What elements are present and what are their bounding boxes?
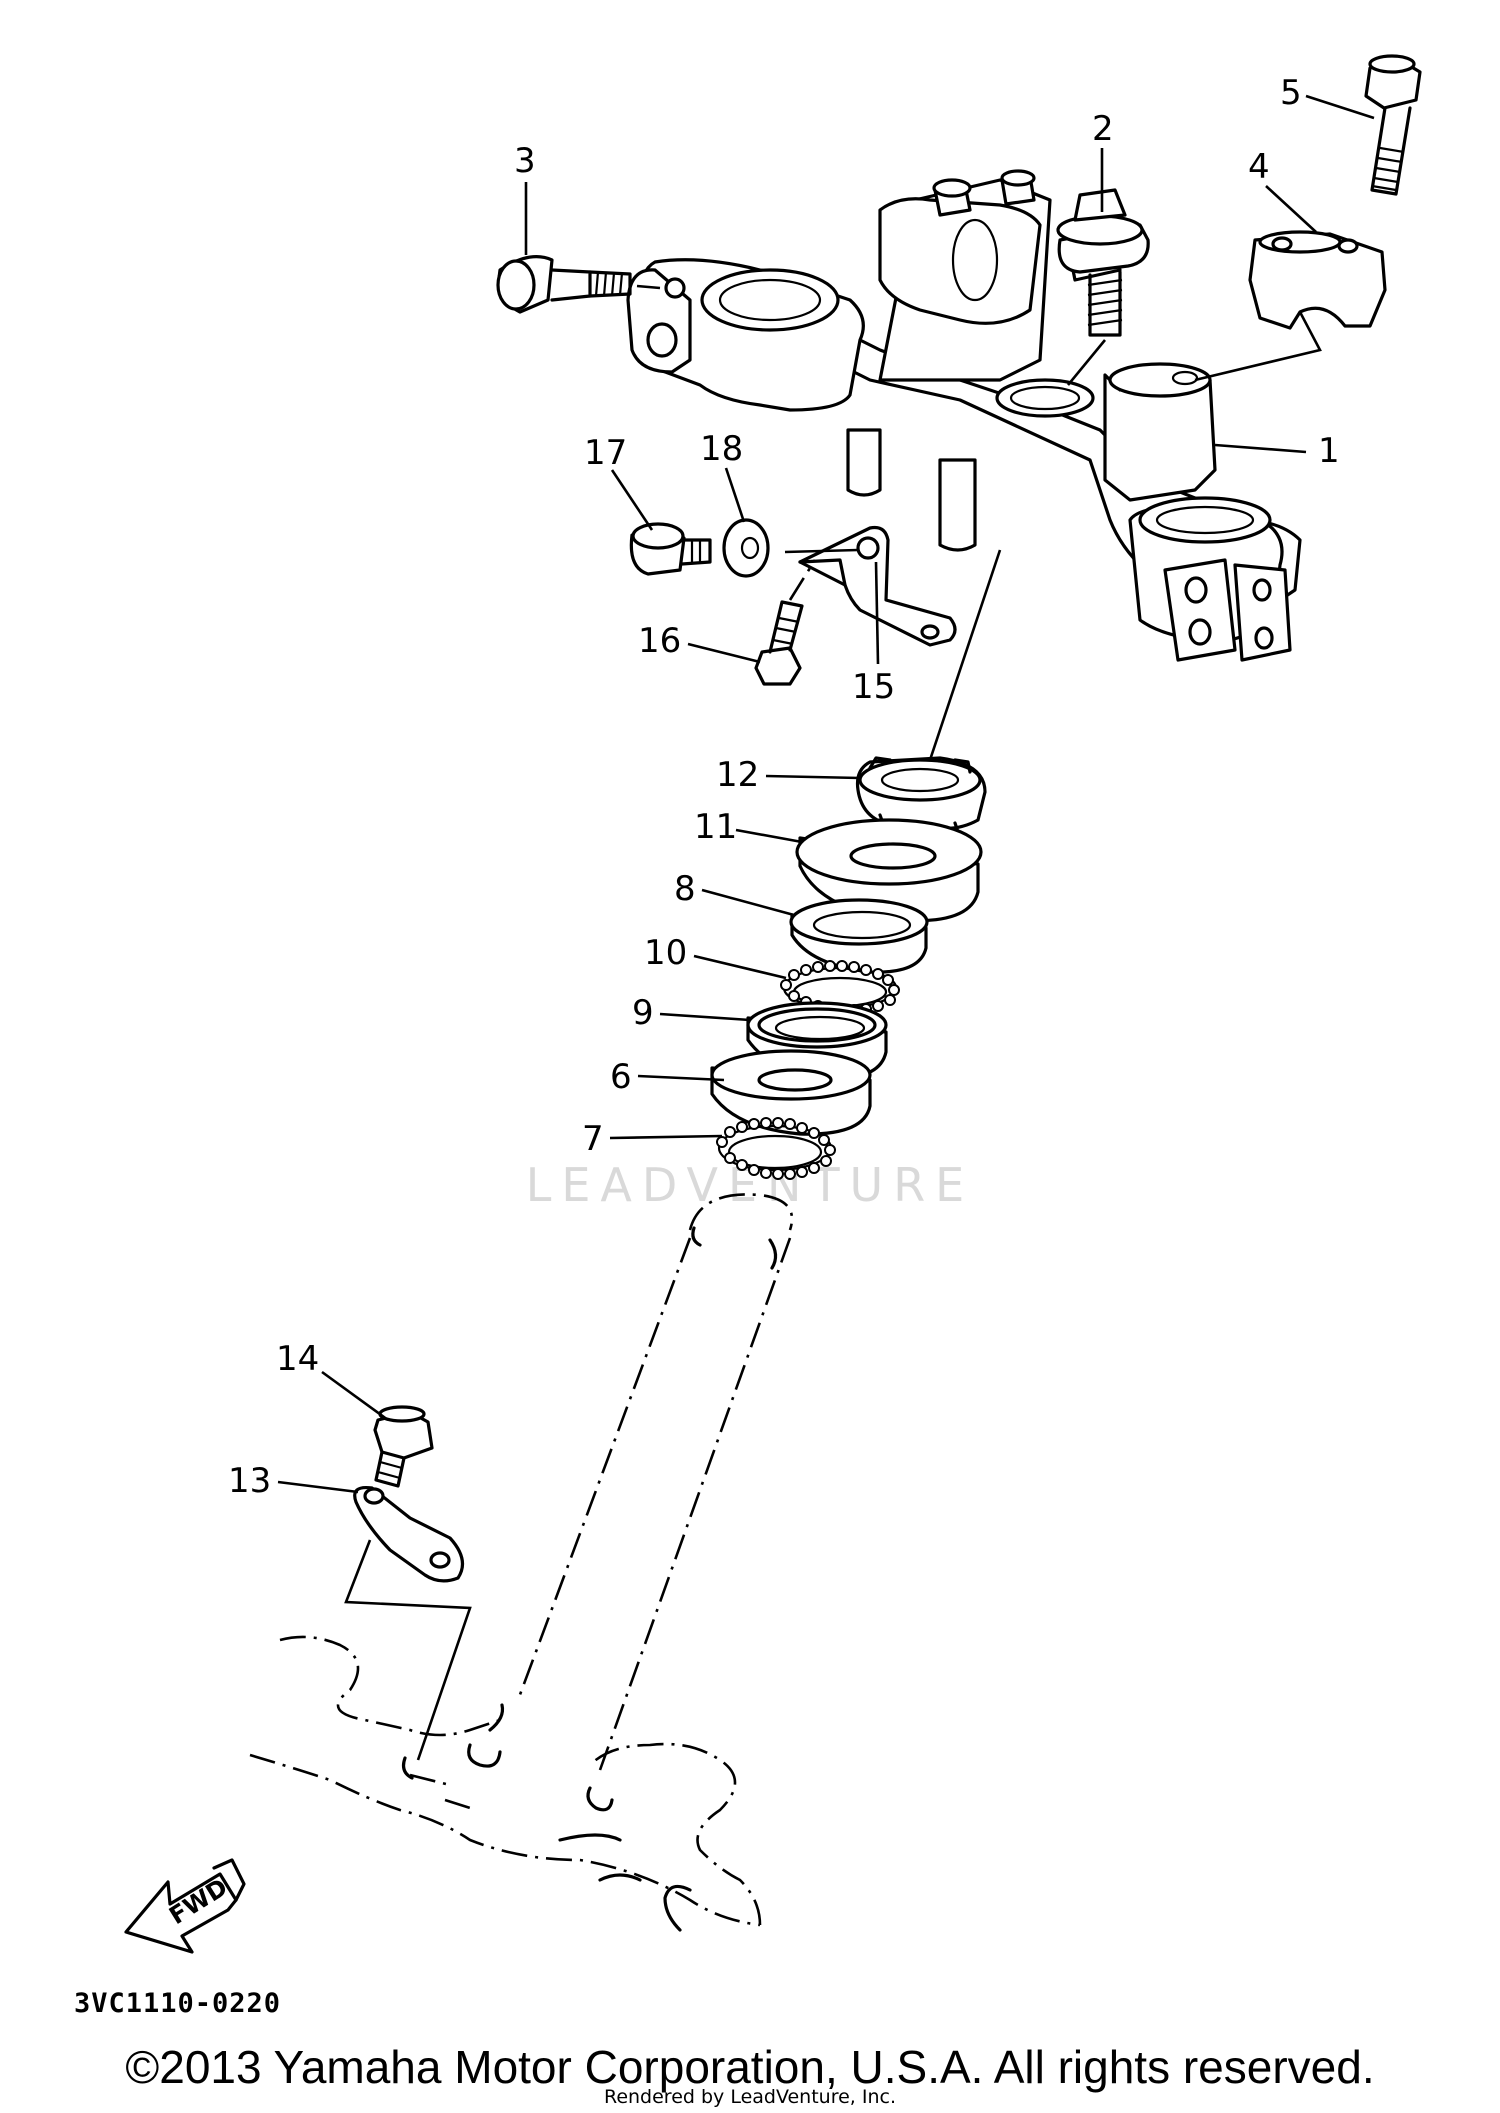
bolt-part-16 — [754, 559, 817, 686]
lower-bracket-phantom — [249, 1635, 762, 1932]
upper-bracket-part-1 — [626, 169, 1322, 662]
steering-stem-bolt-part-2 — [1056, 188, 1150, 386]
stem-axis-line — [918, 549, 1002, 791]
cover-part-11 — [795, 818, 983, 923]
callout-11: 11 — [694, 807, 737, 847]
copyright-notice: ©2013 Yamaha Motor Corporation, U.S.A. A… — [125, 2041, 1375, 2093]
bolt-part-17 — [629, 522, 712, 576]
callout-4: 4 — [1248, 147, 1270, 187]
callout-16: 16 — [638, 621, 681, 661]
diagram-code: 3VC1110-0220 — [74, 1988, 282, 2019]
callout-17: 17 — [584, 433, 627, 473]
bracket-part-13 — [344, 1485, 472, 1761]
washer-part-18 — [722, 518, 859, 578]
bolt-part-14 — [373, 1405, 434, 1488]
callout-3: 3 — [514, 141, 536, 181]
ring-nut-part-12 — [855, 756, 987, 834]
callout-10: 10 — [644, 933, 687, 973]
forward-direction-arrow-icon: FWD — [124, 1858, 246, 1954]
ball-bearings-part-7 — [716, 1117, 836, 1180]
callout-7: 7 — [582, 1119, 604, 1159]
pinch-bolt-part-3 — [496, 255, 686, 314]
callout-15: 15 — [852, 667, 895, 707]
bearing-race-part-8 — [789, 898, 929, 974]
callout-8: 8 — [674, 869, 696, 909]
callout-12: 12 — [716, 755, 759, 795]
callout-13: 13 — [228, 1461, 271, 1501]
steering-stem-phantom — [516, 1193, 794, 1771]
handlebar-holder-part-4 — [1248, 230, 1387, 330]
callouts: 1 2 3 4 5 6 7 8 9 10 11 12 13 14 15 16 1 — [228, 73, 1375, 1501]
rendered-by-notice: Rendered by LeadVenture, Inc. — [603, 2086, 897, 2108]
holder-bolt-part-5 — [1364, 54, 1422, 196]
callout-6: 6 — [610, 1057, 632, 1097]
callout-1: 1 — [1318, 431, 1340, 471]
callout-2: 2 — [1092, 109, 1114, 149]
callout-5: 5 — [1280, 73, 1302, 113]
seal-part-6 — [710, 1049, 872, 1136]
callout-9: 9 — [632, 993, 654, 1033]
callout-14: 14 — [276, 1339, 319, 1379]
callout-18: 18 — [700, 429, 743, 469]
